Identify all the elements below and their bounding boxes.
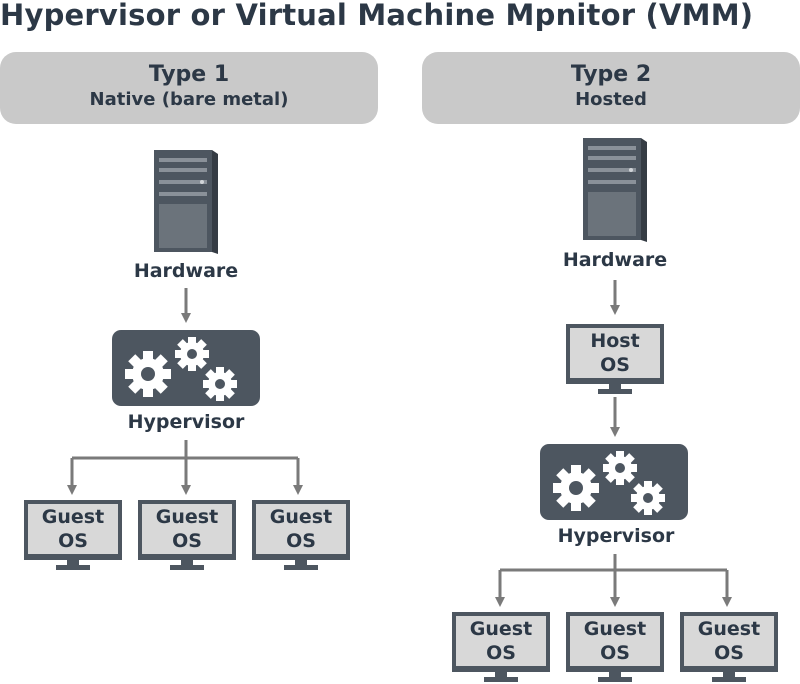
type2-host-os: Host OS bbox=[566, 324, 664, 396]
server-tower-icon bbox=[154, 150, 218, 254]
diagram-title: Hypervisor or Virtual Machine Mpnitor (V… bbox=[0, 0, 754, 32]
monitor-icon bbox=[680, 612, 778, 682]
guest-os-line2: OS bbox=[286, 530, 316, 552]
type1-guest-os-1: Guest OS bbox=[24, 500, 122, 572]
type2-guest-os-1: Guest OS bbox=[452, 612, 550, 684]
monitor-icon bbox=[566, 324, 664, 394]
type2-guest-os-3: Guest OS bbox=[680, 612, 778, 684]
type1-guest-os-2: Guest OS bbox=[138, 500, 236, 572]
type1-heading: Type 1 bbox=[148, 62, 230, 87]
guest-os-line1: Guest bbox=[469, 618, 533, 640]
guest-os-line1: Guest bbox=[697, 618, 761, 640]
guest-os-line1: Guest bbox=[41, 506, 105, 528]
type1-hypervisor-label: Hypervisor bbox=[127, 411, 245, 433]
type1-subheading: Native (bare metal) bbox=[89, 89, 289, 110]
guest-os-line1: Guest bbox=[155, 506, 219, 528]
type2-hardware-label: Hardware bbox=[562, 249, 668, 271]
gears-icon bbox=[112, 330, 260, 406]
host-os-line1: Host bbox=[590, 330, 640, 352]
type2-guest-os-2: Guest OS bbox=[566, 612, 664, 684]
server-tower-icon bbox=[583, 138, 647, 242]
guest-os-line2: OS bbox=[486, 642, 516, 664]
type1-hardware-label: Hardware bbox=[133, 260, 239, 282]
monitor-icon bbox=[138, 500, 236, 570]
monitor-icon bbox=[252, 500, 350, 570]
type2-banner: Type 2 Hosted bbox=[422, 52, 800, 124]
host-os-line2: OS bbox=[600, 354, 630, 376]
type2-hypervisor-label: Hypervisor bbox=[557, 525, 675, 547]
guest-os-line1: Guest bbox=[583, 618, 647, 640]
guest-os-line2: OS bbox=[600, 642, 630, 664]
type1-guest-os-3: Guest OS bbox=[252, 500, 350, 572]
monitor-icon bbox=[452, 612, 550, 682]
guest-os-line2: OS bbox=[172, 530, 202, 552]
guest-os-line2: OS bbox=[58, 530, 88, 552]
type2-subheading: Hosted bbox=[575, 89, 647, 110]
guest-os-line2: OS bbox=[714, 642, 744, 664]
type2-heading: Type 2 bbox=[570, 62, 652, 87]
type1-banner: Type 1 Native (bare metal) bbox=[0, 52, 378, 124]
guest-os-line1: Guest bbox=[269, 506, 333, 528]
monitor-icon bbox=[24, 500, 122, 570]
monitor-icon bbox=[566, 612, 664, 682]
gears-icon bbox=[540, 444, 688, 520]
